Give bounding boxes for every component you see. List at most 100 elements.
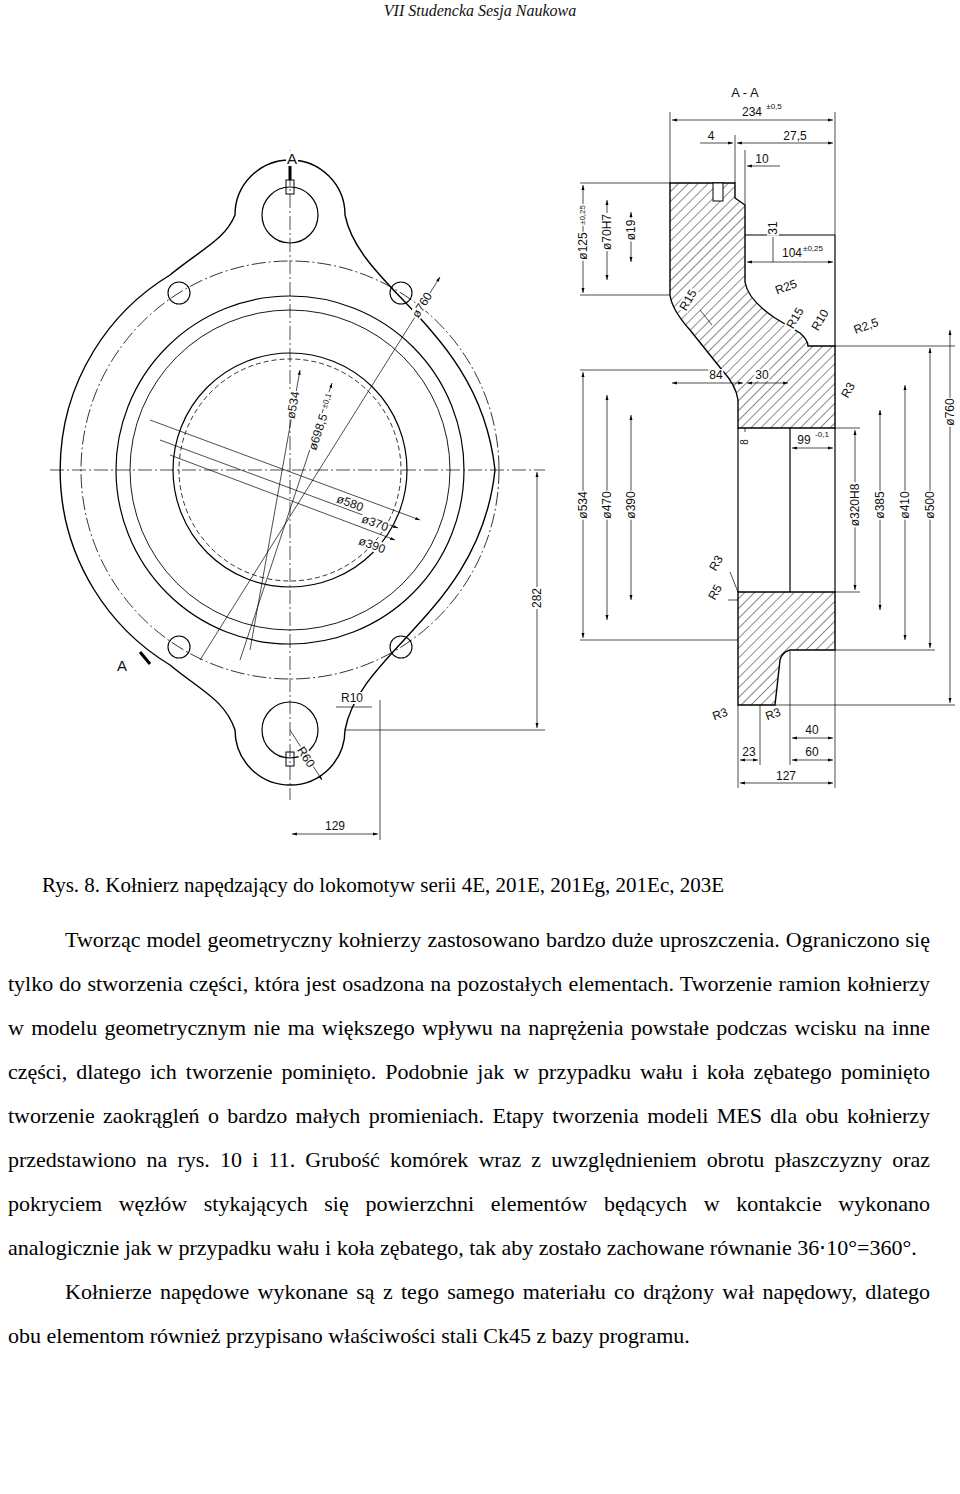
extension-line (835, 650, 836, 788)
bolt-hole (168, 636, 190, 658)
extension-line (580, 295, 670, 296)
dimension-label: R2,5 (851, 316, 881, 337)
extension-line (835, 112, 836, 235)
dimension-label: ø534 (285, 390, 302, 421)
dimension-label: ø500 (924, 490, 936, 519)
leader-line (728, 600, 738, 601)
dimension-label: ø760 (944, 397, 956, 426)
dimension-label: ø470 (601, 490, 613, 519)
extension-line (580, 183, 670, 184)
extension-line (790, 650, 791, 765)
dimension-label: ±0,1 (320, 391, 333, 410)
dimension-label: 104 (781, 247, 803, 259)
dimension-label: 234 (741, 106, 763, 118)
dimension-label: 84 (708, 369, 723, 381)
extension-line (580, 370, 722, 371)
extension-line (835, 650, 935, 651)
figure-caption: Rys. 8. Kołnierz napędzający do lokomoty… (42, 871, 942, 899)
dimension-label: R3 (706, 552, 725, 573)
dimension-label: ø70H7 (601, 213, 613, 251)
dimension-label: ø125 (577, 231, 589, 260)
flange-outline (60, 160, 495, 785)
dimension-line (773, 237, 774, 262)
dimension-label: ø390 (356, 534, 388, 555)
dimension-label: ±0,5 (765, 103, 783, 111)
dimensions (580, 112, 955, 788)
dimension-label: 10 (754, 153, 769, 165)
extension-line (580, 640, 738, 641)
body-paragraph: Tworząc model geometryczny kołnierzy zas… (8, 918, 930, 1270)
edge-line (745, 234, 835, 235)
dimension-label: 27,5 (782, 130, 807, 142)
dimension-label: 8 (740, 438, 750, 446)
dimension-label: -0,1 (814, 431, 830, 439)
section-view (580, 112, 955, 788)
dimension-line (792, 448, 833, 449)
dimension-label: R5 (705, 581, 724, 602)
dimension-label: 129 (324, 820, 346, 832)
leader-line (200, 277, 440, 660)
dimension-label: R60 (294, 744, 317, 771)
dimension-label: R3 (710, 705, 730, 722)
extension-line (760, 705, 761, 765)
dimension-label: 23 (741, 746, 756, 758)
dimension-label: ±0,25 (579, 204, 587, 226)
dimension-line (672, 383, 743, 384)
dimension-label: 127 (775, 770, 797, 782)
running-header: VII Studencka Sesja Naukowa (0, 2, 960, 20)
dimension-line (737, 143, 833, 144)
body-text: Tworząc model geometryczny kołnierzy zas… (8, 918, 930, 1358)
leader-line (700, 310, 712, 325)
extension-line (745, 150, 746, 205)
dimension-label: 282 (531, 587, 543, 609)
dimension-line (740, 760, 758, 761)
dimension-label: R3 (763, 705, 783, 722)
dimension-label: ø385 (874, 490, 886, 519)
extension-line (775, 705, 955, 706)
dimension-label: ø370 (359, 512, 391, 533)
dimension-label: A (286, 151, 298, 166)
dimension-line (747, 166, 780, 167)
visible-edges (738, 235, 835, 592)
leader-line (290, 730, 322, 780)
dimension-label: 30 (754, 369, 769, 381)
dimension-line (740, 783, 833, 784)
extension-line (345, 730, 545, 731)
dimension-label: ø698,5 (306, 411, 330, 452)
dimension-label: ±0,25 (802, 245, 824, 253)
extension-line (738, 705, 739, 788)
leader-line (240, 383, 332, 660)
leader-line (336, 707, 372, 708)
centerline (290, 150, 291, 800)
extension-line (735, 135, 736, 183)
section-hatch (738, 592, 835, 705)
extension-line (835, 592, 860, 593)
dimension-line (292, 834, 378, 835)
dimension-label: ø410 (899, 490, 911, 519)
dimension-line (747, 262, 833, 263)
dimension-label: ø19 (625, 219, 637, 242)
extension-line (380, 700, 381, 840)
dimension-line (672, 120, 833, 121)
bolt-hole (168, 282, 190, 304)
dimension-label: 4 (707, 130, 716, 142)
tapped-hole (713, 183, 723, 201)
edge-line (834, 235, 835, 346)
dimension-label: R10 (809, 307, 831, 334)
dimension-line (747, 383, 788, 384)
dimension-line (700, 143, 733, 144)
centerline (50, 470, 545, 471)
leader-line (150, 420, 420, 520)
caption-block: Rys. 8. Kołnierz napędzający do lokomoty… (42, 871, 942, 899)
leader-line (730, 572, 738, 592)
leader-line (745, 428, 746, 432)
leader-line (170, 455, 395, 540)
bolt-hole (390, 636, 412, 658)
body-paragraph: Kołnierze napędowe wykonane są z tego sa… (8, 1270, 930, 1358)
dimension-label: A - A (730, 86, 759, 99)
dimension-label: R3 (838, 379, 857, 400)
dimension-label: ø320H8 (849, 483, 861, 528)
dimension-label: A (116, 658, 128, 673)
dimension-line (792, 760, 833, 761)
